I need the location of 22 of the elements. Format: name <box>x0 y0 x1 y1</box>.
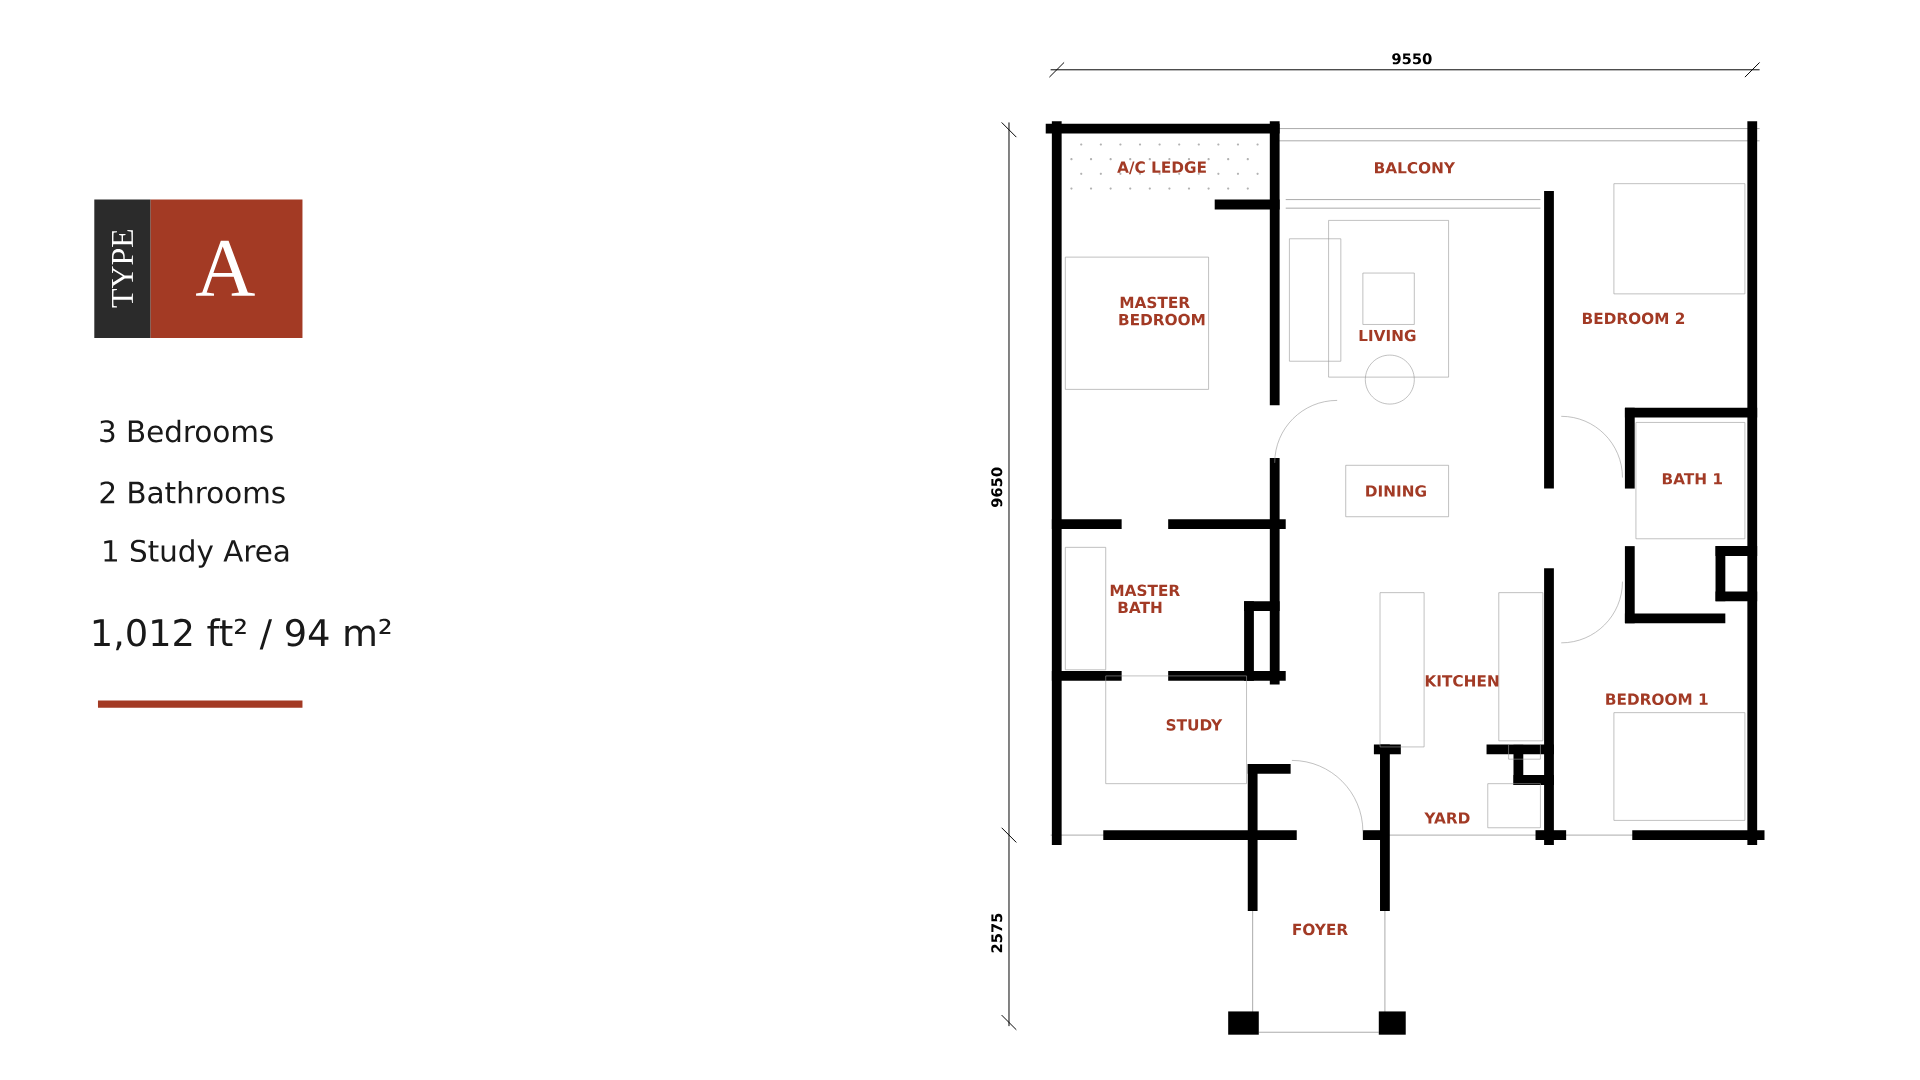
badge-side-text: TYPE <box>112 229 133 308</box>
room-label: KITCHEN <box>1425 675 1499 687</box>
room-label: BATH 1 <box>1662 473 1722 485</box>
room-label: BEDROOM 1 <box>1606 693 1708 705</box>
feature-text: 2 Bathrooms <box>100 480 285 504</box>
room-label: MASTER BEDROOM <box>1119 296 1205 326</box>
feature-text: 3 Bedrooms <box>100 419 273 443</box>
room-label: DINING <box>1366 485 1426 497</box>
room-label: FOYER <box>1293 923 1348 936</box>
dimension-label: 9650 <box>991 467 1003 507</box>
badge-letter: A <box>196 240 255 296</box>
room-label: YARD <box>1424 812 1470 824</box>
room-label: MASTER BATH <box>1110 584 1180 613</box>
room-label: LIVING <box>1359 329 1416 342</box>
feature-text: 1 Study Area <box>104 539 289 568</box>
room-label: A/C LEDGE <box>1117 161 1206 175</box>
room-label: STUDY <box>1166 719 1223 731</box>
area-text: 1,012 ft² / 94 m² <box>93 618 391 651</box>
room-label: BALCONY <box>1375 161 1456 174</box>
dimension-label: 2575 <box>991 913 1003 953</box>
dimension-label: 9550 <box>1392 53 1432 65</box>
room-label: BEDROOM 2 <box>1582 312 1685 325</box>
